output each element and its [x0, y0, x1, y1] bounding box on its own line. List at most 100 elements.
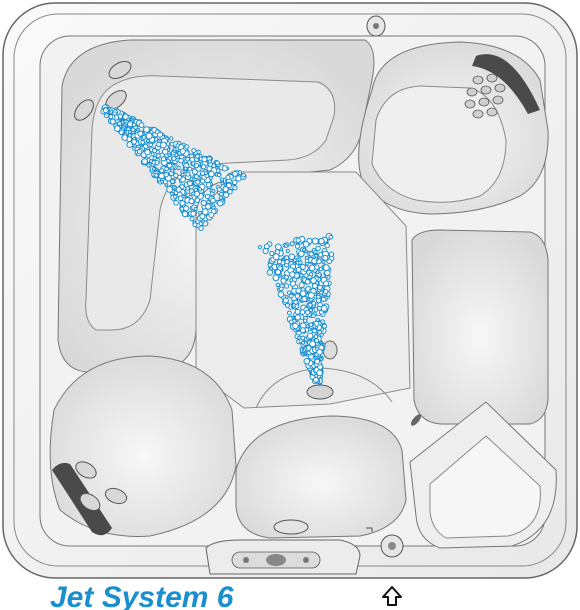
bubble — [316, 271, 319, 274]
bubble — [190, 157, 195, 162]
bubble — [295, 309, 300, 314]
bubble — [318, 285, 323, 290]
bubble — [139, 123, 144, 128]
bubble — [138, 131, 143, 136]
bubble — [146, 133, 152, 139]
bubble — [312, 238, 318, 244]
bubble — [105, 114, 109, 118]
bubble — [192, 149, 196, 153]
bubble — [313, 325, 316, 328]
bubble — [145, 150, 150, 155]
bubble — [226, 176, 230, 180]
bubble — [302, 248, 305, 251]
bubble — [215, 161, 219, 165]
bubble — [194, 175, 198, 179]
bubble — [144, 127, 150, 133]
bubble — [186, 187, 190, 191]
bubble — [279, 287, 283, 291]
control-panel — [206, 540, 360, 574]
bubble — [160, 169, 164, 173]
bubble — [199, 226, 203, 230]
bubble — [211, 198, 216, 203]
bubble — [309, 273, 312, 276]
bubble — [322, 261, 325, 264]
bubble — [316, 246, 320, 250]
seat-bottom-middle — [236, 416, 406, 538]
bubble — [191, 211, 196, 216]
bubble — [314, 250, 317, 253]
bubble — [286, 303, 290, 307]
bubble — [169, 137, 172, 140]
bubble — [175, 154, 178, 157]
bubble — [153, 149, 157, 153]
bubble — [109, 115, 113, 119]
bubble — [293, 323, 299, 329]
bubble — [198, 188, 201, 191]
bubble — [193, 223, 197, 227]
bubble — [242, 173, 246, 177]
bubble — [165, 167, 169, 171]
bubble — [285, 296, 288, 299]
bubble — [147, 164, 150, 167]
bubble — [289, 294, 293, 298]
bubble — [298, 336, 301, 339]
bubble — [152, 173, 155, 176]
bubble — [202, 165, 206, 169]
bubble — [284, 275, 288, 279]
bubble — [319, 239, 324, 244]
bubble — [128, 122, 133, 127]
control-valve-top — [367, 16, 385, 36]
bubble — [185, 145, 189, 149]
bubble — [258, 246, 261, 249]
bubble — [278, 292, 284, 298]
bubble — [172, 157, 176, 161]
bubble — [329, 235, 333, 239]
bubble — [186, 172, 190, 176]
bubble — [300, 310, 305, 315]
bubble — [307, 333, 313, 339]
bubble — [153, 168, 156, 171]
bubble — [295, 244, 299, 248]
bubble — [314, 377, 319, 382]
bubble — [309, 252, 313, 256]
bubble — [299, 283, 304, 288]
bubble — [131, 128, 135, 132]
jet-footwell-side — [323, 341, 337, 359]
bubble — [303, 319, 306, 322]
bubble — [157, 142, 161, 146]
bubble — [276, 270, 281, 275]
bubble — [285, 256, 289, 260]
bubble — [286, 249, 289, 252]
bubble — [170, 142, 174, 146]
bubble — [320, 291, 323, 294]
bubble — [178, 175, 182, 179]
bubble — [302, 341, 305, 344]
bubble — [115, 126, 121, 132]
bubble — [305, 256, 308, 259]
bubble — [276, 283, 279, 286]
bubble — [290, 272, 295, 277]
bubble — [306, 310, 310, 314]
bubble — [201, 200, 206, 205]
bubble — [123, 114, 128, 119]
bubble — [217, 173, 220, 176]
bubble — [275, 244, 281, 250]
bubble — [167, 187, 173, 193]
bubble — [209, 176, 212, 179]
bubble — [156, 154, 160, 158]
bubble — [202, 220, 205, 223]
bubble — [217, 187, 221, 191]
bubble — [284, 284, 288, 288]
bubble — [311, 278, 317, 284]
bubble — [209, 213, 214, 218]
bubble — [222, 166, 227, 171]
bubble — [195, 164, 199, 168]
bubble — [301, 336, 305, 340]
bubble — [103, 108, 108, 113]
bubble — [184, 167, 187, 170]
bubble — [176, 144, 179, 147]
bubble — [194, 191, 199, 196]
bubble — [153, 157, 156, 160]
bubble — [285, 244, 288, 247]
